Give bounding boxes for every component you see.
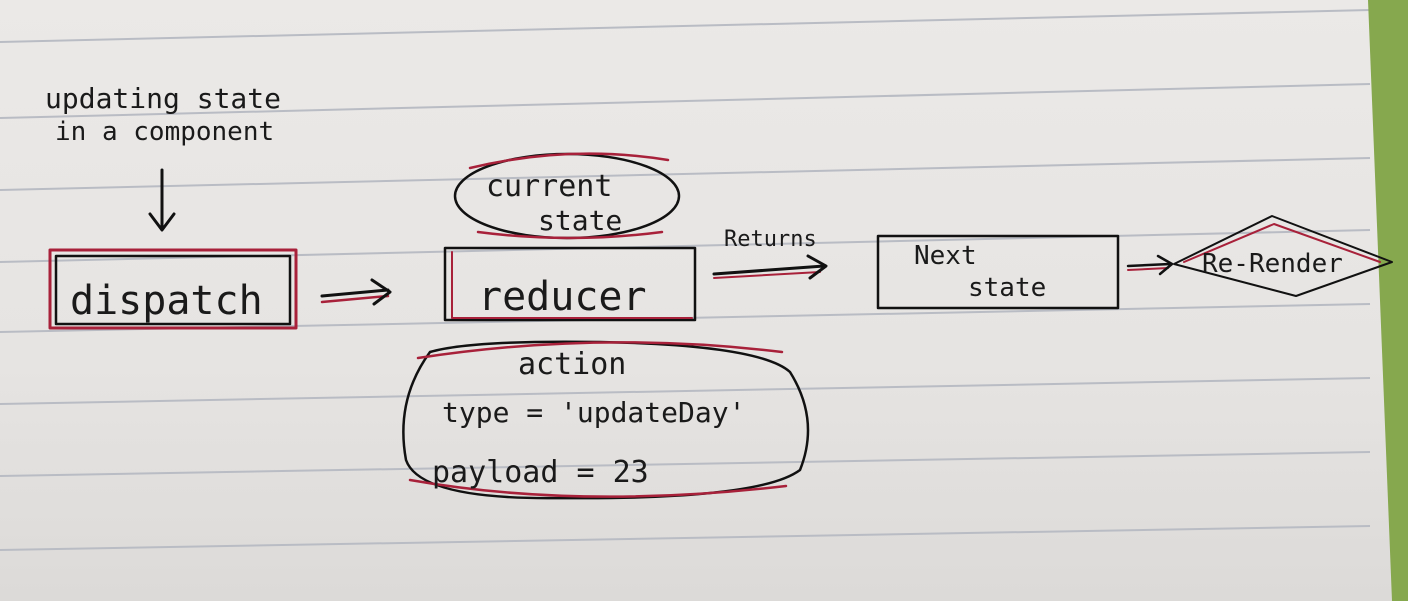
arrow-reducer-to-next-state: Returns — [712, 227, 828, 280]
next-state-node: Next state — [876, 234, 1120, 310]
arrow-trigger-to-dispatch — [148, 168, 176, 232]
arrow-dispatch-to-reducer — [320, 278, 392, 306]
page-edge — [1368, 0, 1408, 601]
action-node: action type = 'updateDay' payload = 23 — [402, 340, 810, 500]
dispatch-node: dispatch — [48, 248, 298, 330]
reducer-label: reducer — [478, 274, 647, 320]
reducer-node: reducer — [443, 246, 697, 322]
rerender-label: Re-Render — [1202, 249, 1343, 279]
trigger-label-line2: in a component — [55, 117, 274, 147]
current-state-line2: state — [538, 204, 622, 237]
action-type: type = 'updateDay' — [442, 396, 745, 429]
rerender-node: Re-Render — [1173, 215, 1393, 297]
next-state-line1: Next — [914, 241, 977, 271]
current-state-line1: current — [486, 169, 612, 204]
action-payload: payload = 23 — [432, 455, 649, 490]
dispatch-label: dispatch — [70, 278, 263, 324]
returns-label: Returns — [724, 227, 817, 252]
trigger-label-line1: updating state — [45, 82, 281, 115]
current-state-node: current state — [453, 152, 681, 240]
next-state-line2: state — [968, 273, 1046, 303]
action-title: action — [518, 347, 626, 382]
arrow-next-state-to-rerender — [1126, 254, 1174, 276]
